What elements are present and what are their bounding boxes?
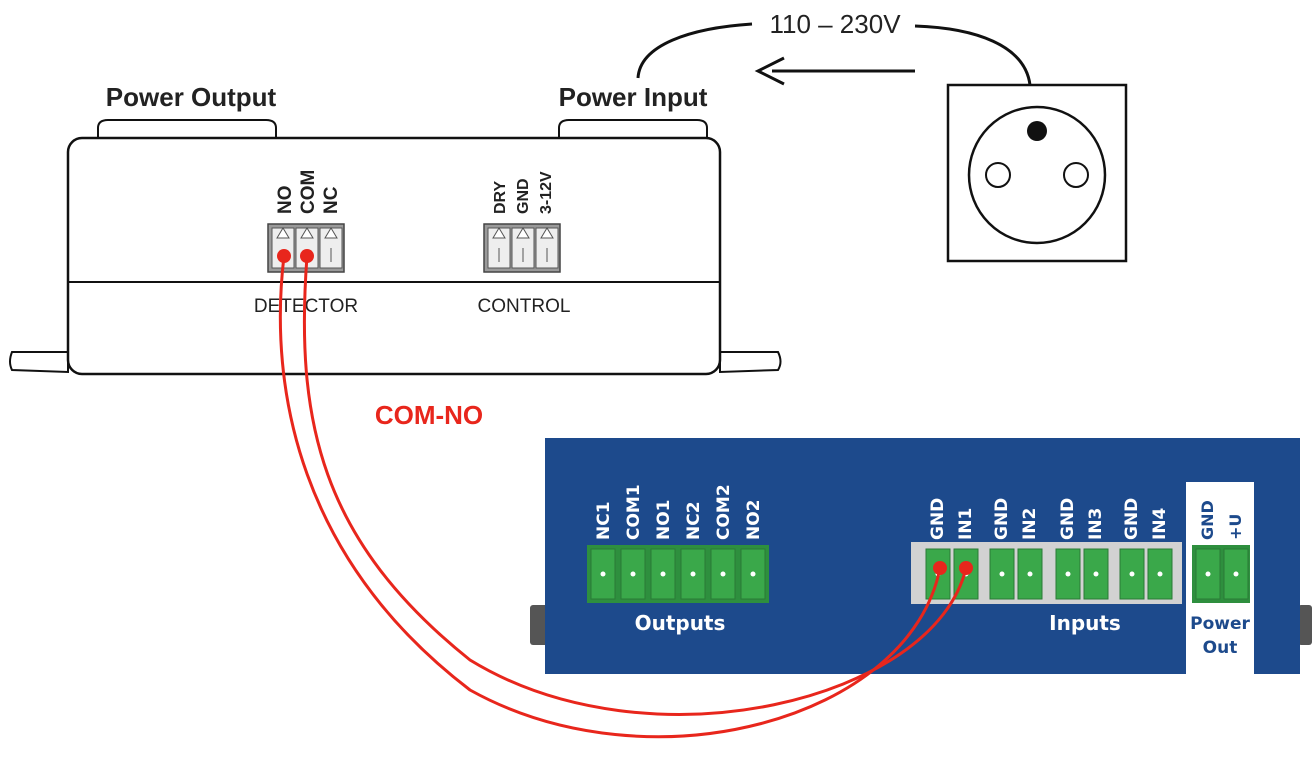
output-terminal-label-no1: NO1 bbox=[654, 499, 674, 540]
input-terminal-label-in3: IN3 bbox=[1086, 508, 1106, 540]
mains-cable bbox=[636, 22, 1032, 86]
power-output-label: Power Output bbox=[106, 82, 277, 112]
input-terminal-cell bbox=[1055, 548, 1081, 600]
input-terminal-label-in1: IN1 bbox=[956, 508, 976, 540]
power-out-terminal-label-gnd: GND bbox=[1198, 500, 1217, 540]
detector-terminal-label-nc: NC bbox=[321, 186, 342, 214]
inputs-label: Inputs bbox=[1049, 611, 1121, 635]
com-no-label: COM-NO bbox=[375, 400, 483, 430]
power-out-terminal-cell bbox=[1223, 548, 1249, 600]
input-terminal-label-in2: IN2 bbox=[1020, 508, 1040, 540]
output-terminal-cell bbox=[650, 548, 676, 600]
input-terminal-label-gnd-2: GND bbox=[992, 498, 1012, 540]
power-out-terminal-cell bbox=[1195, 548, 1221, 600]
socket-hole-left-icon bbox=[985, 162, 1011, 188]
output-terminal-cell bbox=[740, 548, 766, 600]
input-terminal-label-gnd-1: GND bbox=[928, 498, 948, 540]
power-arrow-icon bbox=[754, 56, 915, 86]
control-label: CONTROL bbox=[478, 296, 571, 317]
power-input-label: Power Input bbox=[559, 82, 708, 112]
output-terminal-label-no2: NO2 bbox=[744, 499, 764, 540]
input-terminal-cell bbox=[1083, 548, 1109, 600]
output-terminal-label-nc1: NC1 bbox=[594, 501, 614, 540]
output-terminal-label-nc2: NC2 bbox=[684, 501, 704, 540]
input-terminal-cell bbox=[1147, 548, 1173, 600]
inputs-terminal-cells bbox=[925, 548, 1173, 600]
output-terminal-cell bbox=[710, 548, 736, 600]
wire-terminal-dot-com bbox=[300, 249, 314, 263]
detector-device bbox=[9, 119, 782, 376]
voltage-label: 110 – 230V bbox=[769, 9, 901, 39]
wall-socket bbox=[946, 83, 1128, 263]
detector-terminal-label-com: COM bbox=[298, 170, 319, 214]
wire-no-to-gnd bbox=[278, 255, 942, 739]
wire-com-to-in1 bbox=[302, 255, 968, 716]
input-terminal-cell bbox=[989, 548, 1015, 600]
power-out-terminal-cells bbox=[1195, 548, 1249, 600]
power-out-label-line2: Out bbox=[1203, 638, 1238, 658]
outputs-label: Outputs bbox=[635, 611, 726, 635]
power-out-label-line1: Power bbox=[1190, 614, 1250, 634]
output-terminal-label-com2: COM2 bbox=[714, 484, 734, 540]
com-no-wires bbox=[278, 255, 968, 739]
input-terminal-label-gnd-4: GND bbox=[1122, 498, 1142, 540]
wire-terminal-dot-in1 bbox=[959, 561, 973, 575]
power-out-terminal-label-plus-u: +U bbox=[1226, 514, 1245, 540]
control-terminal-block bbox=[483, 223, 561, 273]
outputs-terminal-cells bbox=[590, 548, 766, 600]
detector-terminal-label-no: NO bbox=[275, 186, 296, 215]
control-terminal-label-3-12v: 3-12V bbox=[538, 171, 555, 214]
wire-terminal-dot-gnd bbox=[933, 561, 947, 575]
input-terminal-cell bbox=[1119, 548, 1145, 600]
input-terminal-label-gnd-3: GND bbox=[1058, 498, 1078, 540]
socket-ground-pin-icon bbox=[1027, 121, 1047, 141]
output-terminal-cell bbox=[680, 548, 706, 600]
socket-hole-right-icon bbox=[1063, 162, 1089, 188]
output-terminal-cell bbox=[590, 548, 616, 600]
control-terminal-label-gnd: GND bbox=[515, 178, 532, 214]
input-terminal-cell bbox=[1017, 548, 1043, 600]
output-terminal-cell bbox=[620, 548, 646, 600]
control-terminal-label-dry: DRY bbox=[492, 180, 509, 214]
input-terminal-label-in4: IN4 bbox=[1150, 507, 1170, 540]
output-terminal-label-com1: COM1 bbox=[624, 484, 644, 540]
wire-terminal-dot-no bbox=[277, 249, 291, 263]
